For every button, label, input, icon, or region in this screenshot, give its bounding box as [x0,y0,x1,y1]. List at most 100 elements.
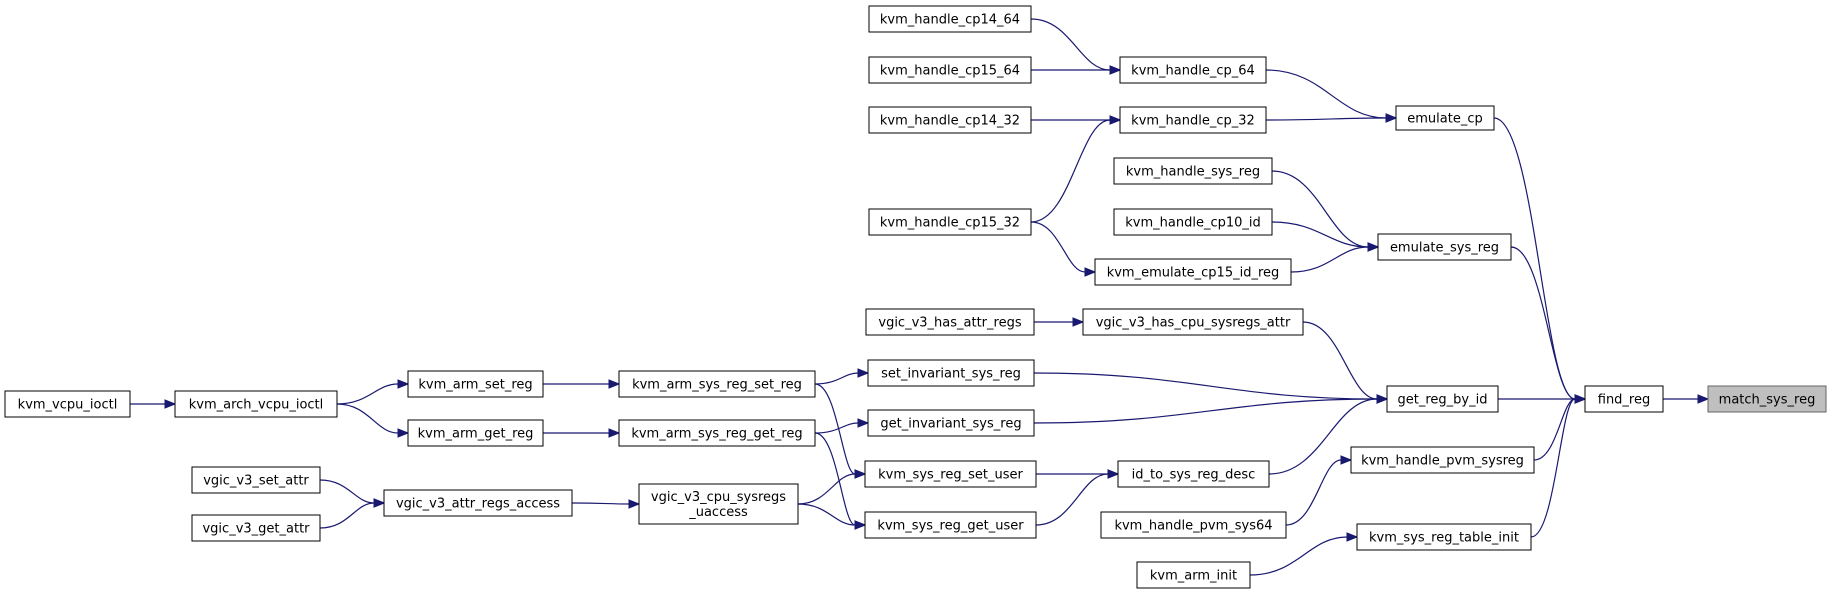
node-emulate-sys-reg[interactable]: emulate_sys_reg [1377,233,1512,261]
node-find-reg[interactable]: find_reg [1584,385,1664,413]
node-box [618,419,816,447]
node-label: kvm_handle_pvm_sys64 [1114,519,1272,534]
node-kvm-handle-cp-64[interactable]: kvm_handle_cp_64 [1119,56,1267,84]
node-kvm-arch-vcpu-ioctl[interactable]: kvm_arch_vcpu_ioctl [174,390,338,418]
node-label: kvm_arm_get_reg [418,427,534,442]
node-box [191,466,321,494]
node-box [1119,56,1267,84]
node-label: vgic_v3_set_attr [203,474,309,489]
edge-kvm-handle-pvm-sys64-to-kvm-handle-pvm-sysreg [1285,455,1353,526]
edge-kvm-handle-cp10-id-to-emulate-sys-reg [1271,221,1380,252]
node-kvm-arm-sys-reg-get-reg[interactable]: kvm_arm_sys_reg_get_reg [618,419,816,447]
node-box [407,419,544,447]
edge-kvm-handle-cp15-64-to-kvm-handle-cp-64 [1031,65,1122,75]
node-box [1377,233,1512,261]
node-box [191,514,321,542]
node-vgic-v3-cpu-sysregs-uaccess[interactable]: vgic_v3_cpu_sysregs_uaccess [638,483,799,525]
node-kvm-handle-cp15-64[interactable]: kvm_handle_cp15_64 [868,56,1032,84]
edge-vgic-v3-get-attr-to-vgic-v3-attr-regs-access [319,498,386,529]
node-label: find_reg [1598,393,1651,408]
node-box [1094,258,1292,286]
edge-kvm-handle-cp-64-to-emulate-cp [1265,69,1398,123]
node-box [1113,157,1273,185]
node-box [1386,385,1499,413]
node-kvm-vcpu-ioctl[interactable]: kvm_vcpu_ioctl [4,390,131,418]
node-box [1113,208,1273,236]
node-kvm-sys-reg-get-user[interactable]: kvm_sys_reg_get_user [864,511,1037,539]
node-label: kvm_sys_reg_table_init [1369,531,1519,546]
node-box [1707,385,1827,413]
node-label: kvm_handle_pvm_sysreg [1361,454,1524,469]
node-kvm-handle-cp14-64[interactable]: kvm_handle_cp14_64 [868,5,1032,33]
node-kvm-arm-get-reg[interactable]: kvm_arm_get_reg [407,419,544,447]
node-label: kvm_handle_cp14_32 [880,114,1020,129]
node-box [1119,106,1267,134]
edge-emulate-sys-reg-to-find-reg [1510,246,1587,404]
node-label: kvm_arm_sys_reg_set_reg [632,378,802,393]
edge-kvm-arch-vcpu-ioctl-to-kvm-arm-get-reg [336,403,410,438]
node-box [868,208,1032,236]
node-kvm-sys-reg-table-init[interactable]: kvm_sys_reg_table_init [1356,523,1532,551]
node-vgic-v3-has-cpu-sysregs-attr[interactable]: vgic_v3_has_cpu_sysregs_attr [1082,308,1304,336]
node-kvm-arm-sys-reg-set-reg[interactable]: kvm_arm_sys_reg_set_reg [618,370,816,398]
node-kvm-handle-cp-32[interactable]: kvm_handle_cp_32 [1119,106,1267,134]
node-label: emulate_sys_reg [1390,241,1499,256]
edge-vgic-v3-cpu-sysregs-uaccess-to-kvm-sys-reg-set-user [797,469,867,505]
node-label: kvm_sys_reg_set_user [878,468,1023,483]
node-label: get_reg_by_id [1398,393,1488,408]
edge-kvm-arm-get-reg-to-kvm-arm-sys-reg-get-reg [542,428,621,438]
node-get-reg-by-id[interactable]: get_reg_by_id [1386,385,1499,413]
node-kvm-arm-set-reg[interactable]: kvm_arm_set_reg [407,370,544,398]
node-get-invariant-sys-reg[interactable]: get_invariant_sys_reg [867,409,1035,437]
edge-kvm-sys-reg-get-user-to-id-to-sys-reg-desc [1035,469,1120,526]
node-box [618,370,816,398]
node-kvm-handle-pvm-sysreg[interactable]: kvm_handle_pvm_sysreg [1350,446,1535,474]
node-vgic-v3-get-attr[interactable]: vgic_v3_get_attr [191,514,321,542]
edge-kvm-arm-sys-reg-get-reg-to-kvm-sys-reg-get-user [814,432,867,530]
edge-kvm-vcpu-ioctl-to-kvm-arch-vcpu-ioctl [129,399,177,409]
node-match-sys-reg[interactable]: match_sys_reg [1707,385,1827,413]
node-kvm-handle-pvm-sys64[interactable]: kvm_handle_pvm_sys64 [1100,511,1287,539]
node-box [864,511,1037,539]
node-kvm-sys-reg-set-user[interactable]: kvm_sys_reg_set_user [864,460,1037,488]
node-kvm-emulate-cp15-id-reg[interactable]: kvm_emulate_cp15_id_reg [1094,258,1292,286]
node-kvm-handle-cp15-32[interactable]: kvm_handle_cp15_32 [868,208,1032,236]
node-vgic-v3-has-attr-regs[interactable]: vgic_v3_has_attr_regs [865,308,1035,336]
node-label: id_to_sys_reg_desc [1132,468,1256,483]
call-graph-nodes: match_sys_reg find_reg emulate_cp emulate_s… [4,5,1827,589]
node-kvm-handle-sys-reg[interactable]: kvm_handle_sys_reg [1113,157,1273,185]
node-box [1584,385,1664,413]
node-kvm-arm-init[interactable]: kvm_arm_init [1136,561,1251,589]
node-box [867,409,1035,437]
edge-kvm-arch-vcpu-ioctl-to-kvm-arm-set-reg [336,379,410,405]
node-label: kvm_handle_sys_reg [1126,165,1260,180]
node-vgic-v3-attr-regs-access[interactable]: vgic_v3_attr_regs_access [383,489,573,517]
edge-vgic-v3-has-attr-regs-to-vgic-v3-has-cpu-sysregs-attr [1034,317,1085,327]
edge-vgic-v3-has-cpu-sysregs-attr-to-get-reg-by-id [1302,321,1389,404]
node-label: vgic_v3_has_attr_regs [878,316,1021,331]
node-set-invariant-sys-reg[interactable]: set_invariant_sys_reg [867,359,1035,387]
node-id-to-sys-reg-desc[interactable]: id_to_sys_reg_desc [1117,460,1270,488]
node-label: match_sys_reg [1719,393,1816,408]
node-box [638,483,799,525]
node-kvm-handle-cp10-id[interactable]: kvm_handle_cp10_id [1113,208,1273,236]
edge-kvm-arm-sys-reg-get-reg-to-get-invariant-sys-reg [814,418,870,434]
edge-set-invariant-sys-reg-to-get-reg-by-id [1033,372,1389,404]
edge-kvm-handle-sys-reg-to-emulate-sys-reg [1271,170,1380,252]
node-label: get_invariant_sys_reg [880,417,1021,432]
node-kvm-handle-cp14-32[interactable]: kvm_handle_cp14_32 [868,106,1032,134]
node-label: kvm_handle_cp15_32 [880,216,1020,231]
node-box [867,359,1035,387]
node-box [174,390,338,418]
edge-kvm-arm-init-to-kvm-sys-reg-table-init [1249,532,1359,576]
node-label: kvm_sys_reg_get_user [877,519,1024,534]
node-box [1395,105,1495,131]
node-box [868,5,1032,33]
node-box [383,489,573,517]
node-box [1356,523,1532,551]
node-label: kvm_arm_sys_reg_get_reg [631,427,802,442]
node-vgic-v3-set-attr[interactable]: vgic_v3_set_attr [191,466,321,494]
node-emulate-cp[interactable]: emulate_cp [1395,105,1495,131]
edge-kvm-handle-cp-32-to-emulate-cp [1265,113,1398,123]
